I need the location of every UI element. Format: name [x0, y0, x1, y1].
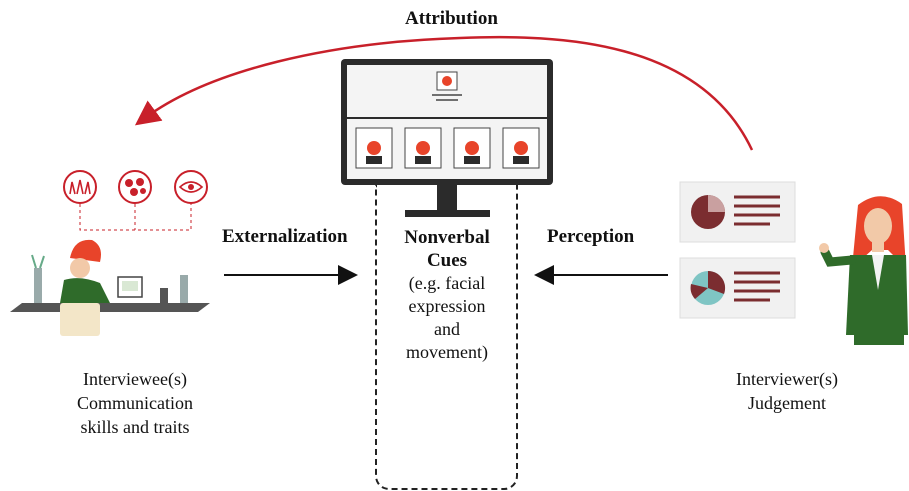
- interviewer-caption: Interviewer(s) Judgement: [712, 367, 862, 415]
- molecule-icon: [118, 170, 152, 204]
- piano-icon: [63, 170, 97, 204]
- cues-desc-line: (e.g. facial: [408, 273, 486, 293]
- nonverbal-cues-box: [375, 185, 518, 490]
- skill-icons: [63, 170, 208, 231]
- interviewer-woman-illustration: [819, 196, 908, 345]
- perception-label: Perception: [547, 226, 635, 247]
- cues-desc-line: expression: [408, 296, 486, 316]
- cues-title-line2: Cues: [426, 250, 468, 271]
- externalization-label: Externalization: [222, 226, 348, 247]
- attribution-arrow: [134, 35, 754, 151]
- nonverbal-cues-text: Nonverbal Cues (e.g. facial expression a…: [378, 226, 516, 364]
- interviewer-caption-line: Judgement: [748, 393, 826, 413]
- interviewee-caption: Interviewee(s) Communication skills and …: [40, 367, 230, 439]
- eye-icon: [174, 170, 208, 204]
- cues-desc-line: movement): [406, 342, 488, 362]
- cues-desc-line: and: [434, 319, 460, 339]
- interviewee-at-desk-illustration: [10, 239, 210, 336]
- interviewee-caption-line: Interviewee(s): [83, 369, 187, 389]
- pie-chart-card-icon: [679, 181, 796, 243]
- monitor-with-video-grid: [341, 59, 553, 217]
- pie-chart-card-icon-2: [679, 257, 796, 319]
- interviewer-caption-line: Interviewer(s): [736, 369, 838, 389]
- cues-title-line1: Nonverbal: [404, 227, 490, 248]
- attribution-label: Attribution: [405, 8, 498, 29]
- interviewee-caption-line: skills and traits: [80, 417, 190, 437]
- interviewee-caption-line: Communication: [77, 393, 193, 413]
